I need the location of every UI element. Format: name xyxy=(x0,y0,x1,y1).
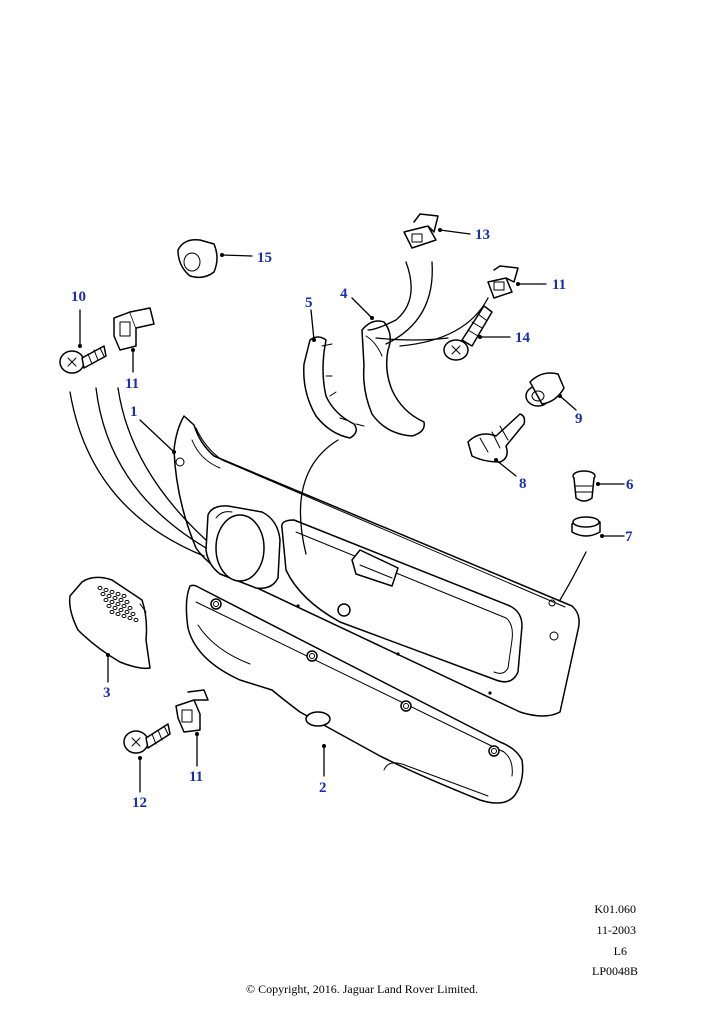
callout-7: 7 xyxy=(625,529,633,545)
callout-9: 9 xyxy=(575,411,583,427)
callout-13: 13 xyxy=(475,227,490,243)
grille-hole xyxy=(100,591,106,597)
trim-strip xyxy=(303,336,365,439)
grille-hole xyxy=(97,585,103,591)
callout-15: 15 xyxy=(257,250,272,266)
leader-lines xyxy=(78,228,625,793)
callout-2: 2 xyxy=(319,780,327,796)
callout-11a: 11 xyxy=(125,376,139,392)
grille-hole xyxy=(121,613,127,619)
armrest-trim xyxy=(185,584,524,804)
grille-hole xyxy=(118,597,124,603)
grille-hole xyxy=(124,609,130,615)
callout-6: 6 xyxy=(626,477,634,493)
grille-hole xyxy=(121,603,127,609)
handle-trim xyxy=(361,320,425,437)
grille-hole xyxy=(112,605,118,611)
nut-clip-11c xyxy=(175,689,209,733)
grille-hole xyxy=(106,593,112,599)
grille-hole xyxy=(127,615,133,621)
door-trim-panel xyxy=(173,415,580,717)
grille-hole xyxy=(118,607,124,613)
diagram-date: 11-2003 xyxy=(596,923,636,937)
grille-hole xyxy=(121,593,127,599)
assembly-lines xyxy=(69,261,587,601)
callouts: 1 2 3 4 5 6 7 8 9 10 11 11 11 12 13 14 1… xyxy=(71,227,634,811)
grille-hole xyxy=(106,603,112,609)
grille-hole xyxy=(109,599,115,605)
callout-14: 14 xyxy=(515,330,531,346)
push-clip-7 xyxy=(571,516,601,537)
grille-hole xyxy=(115,591,121,597)
bush-9 xyxy=(525,372,565,407)
screw-10 xyxy=(59,345,107,374)
speaker-grille xyxy=(68,576,151,670)
copyright-notice: © Copyright, 2016. Jaguar Land Rover Lim… xyxy=(245,982,479,996)
screw-14 xyxy=(443,305,493,361)
grille-hole xyxy=(103,597,109,603)
nut-clip-13 xyxy=(403,213,439,249)
grille-hole xyxy=(109,589,115,595)
callout-3: 3 xyxy=(103,685,111,701)
diagram-model: L6 xyxy=(613,944,627,958)
clip-6 xyxy=(572,470,596,502)
grille-hole xyxy=(115,611,121,617)
retainer-8 xyxy=(467,413,526,463)
grille-hole xyxy=(103,587,109,593)
callout-10: 10 xyxy=(71,289,86,305)
screw-12 xyxy=(123,723,171,754)
grille-hole xyxy=(115,601,121,607)
diagram-code: K01.060 xyxy=(594,902,636,916)
callout-8: 8 xyxy=(519,476,527,492)
diagram-reference: LP0048B xyxy=(591,964,638,978)
callout-4: 4 xyxy=(340,286,348,302)
grille-hole xyxy=(133,617,139,623)
callout-11c: 11 xyxy=(189,769,203,785)
callout-1: 1 xyxy=(130,404,138,420)
grille-hole xyxy=(127,605,133,611)
grille-hole xyxy=(124,599,130,605)
callout-11b: 11 xyxy=(552,277,566,293)
clip-15 xyxy=(177,238,218,279)
nut-clip-11b xyxy=(487,265,519,299)
grille-hole xyxy=(130,611,136,617)
nut-clip-11a xyxy=(113,307,155,351)
callout-5: 5 xyxy=(305,295,313,311)
grille-hole xyxy=(112,595,118,601)
grille-hole xyxy=(109,609,115,615)
callout-12: 12 xyxy=(132,795,147,811)
